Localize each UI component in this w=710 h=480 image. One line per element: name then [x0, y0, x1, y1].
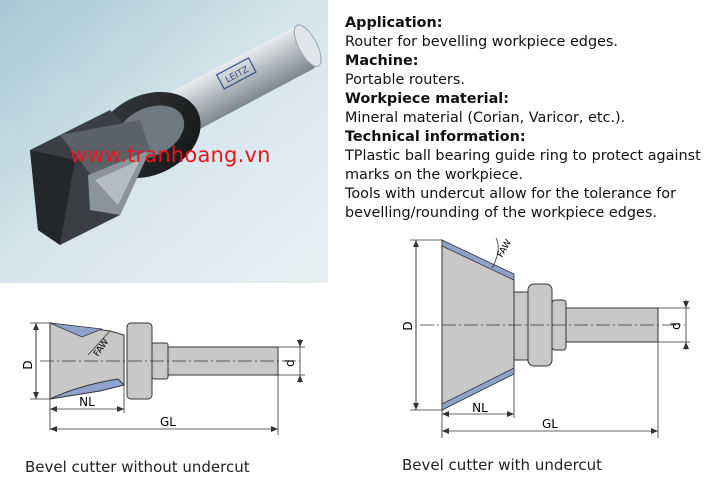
- leitz-logo: [215, 57, 257, 90]
- dim-d-left: d: [283, 359, 297, 367]
- technical-line-2: marks on the workpiece.: [345, 167, 523, 183]
- technical-line-1: TPlastic ball bearing guide ring to prot…: [345, 148, 701, 164]
- machine-heading: Machine:: [345, 53, 419, 69]
- machine-text: Portable routers.: [345, 72, 465, 88]
- dim-NL-left: NL: [79, 395, 95, 409]
- watermark-text: www.tranhoang.vn: [70, 143, 271, 167]
- dim-D-left: D: [21, 360, 35, 369]
- caption-without-undercut: Bevel cutter without undercut: [25, 458, 250, 476]
- application-text: Router for bevelling workpiece edges.: [345, 34, 619, 50]
- dim-GL-left: GL: [160, 415, 176, 429]
- caption-with-undercut: Bevel cutter with undercut: [402, 456, 603, 474]
- dim-NL-right: NL: [472, 401, 488, 415]
- technical-line-4: bevelling/rounding of the workpiece edge…: [345, 205, 657, 221]
- technical-line-3: Tools with undercut allow for the tolera…: [345, 186, 677, 202]
- product-photo: LEITZ: [0, 0, 328, 283]
- dim-FAW-right: FAW: [496, 238, 514, 259]
- diagram-without-undercut: D FAW d NL GL: [21, 322, 305, 435]
- dim-D-right: D: [401, 321, 415, 330]
- technical-heading: Technical information:: [345, 129, 526, 145]
- application-heading: Application:: [345, 15, 443, 31]
- dim-d-right: d: [669, 322, 683, 330]
- material-text: Mineral material (Corian, Varicor, etc.)…: [345, 110, 626, 126]
- dim-GL-right: GL: [542, 417, 558, 431]
- info-panel: Application: Router for bevelling workpi…: [345, 14, 705, 223]
- diagram-with-undercut: D FAW d NL GL: [401, 237, 690, 438]
- material-heading: Workpiece material:: [345, 91, 509, 107]
